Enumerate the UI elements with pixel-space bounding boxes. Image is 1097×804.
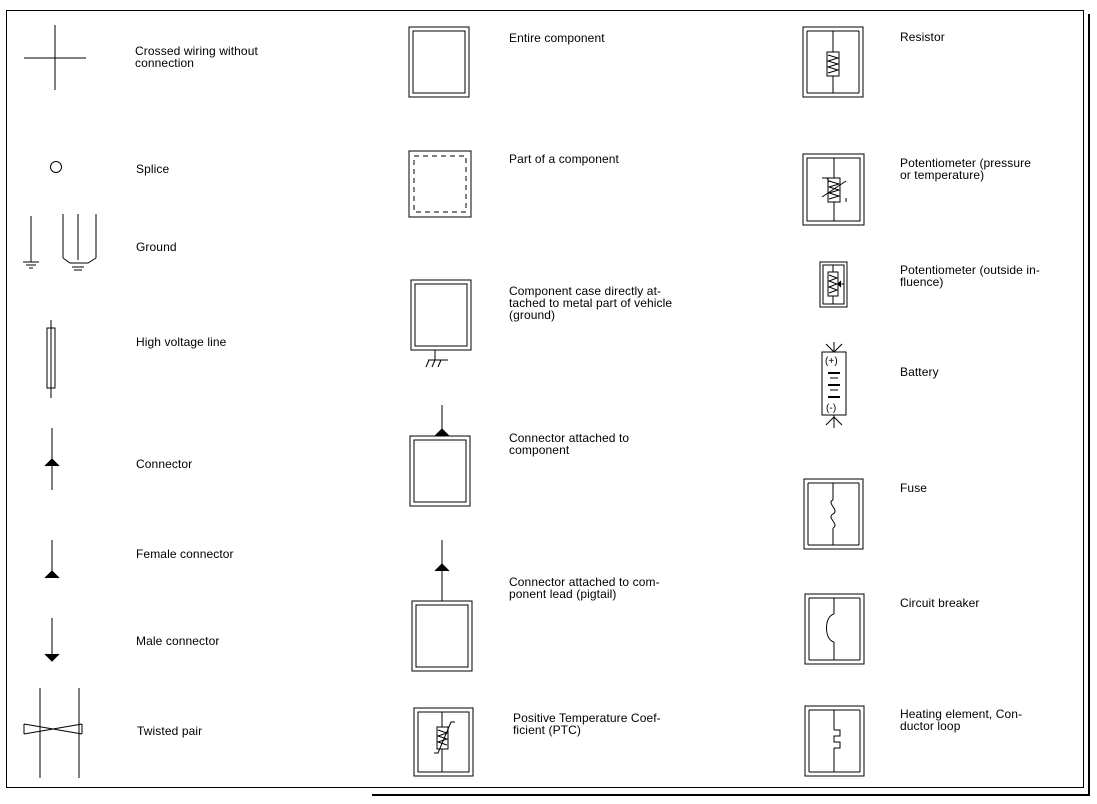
connector-attached-component-label-line1: Connector attached to [509, 431, 630, 445]
potentiometer-outside-label: Potentiometer (outside in- fluence) [900, 264, 1040, 288]
component-case-grounded-label-line1: Component case directly at- [509, 284, 662, 298]
splice-label: Splice [136, 162, 170, 176]
potentiometer-pressure-label: Potentiometer (pressure or temperature) [900, 157, 1031, 181]
connector-attached-component-label: Connector attached to component [509, 432, 629, 456]
part-of-component-label: Part of a component [509, 152, 619, 166]
entire-component-label: Entire component [509, 31, 605, 45]
ptc-label-line2: ficient (PTC) [513, 723, 581, 737]
connector-attached-component-label-line2: component [509, 443, 570, 457]
high-voltage-line-symbol [47, 320, 55, 398]
battery-label: Battery [900, 365, 939, 379]
connector-symbol [45, 428, 59, 490]
potentiometer-outside-label-line1: Potentiometer (outside in- [900, 263, 1041, 277]
connector-attached-lead-label-line2: ponent lead (pigtail) [509, 587, 617, 601]
potentiometer-pressure-label-line1: Potentiometer (pressure [900, 156, 1032, 170]
connector-attached-lead-symbol [412, 540, 472, 671]
twisted-pair-symbol [24, 688, 82, 778]
heating-element-symbol [805, 706, 864, 776]
entire-component-symbol [409, 27, 469, 97]
ptc-label-line1: Positive Temperature Coef- [513, 711, 661, 725]
connector-attached-component-symbol [410, 405, 470, 506]
resistor-symbol [803, 27, 863, 97]
ptc-label: Positive Temperature Coef- ficient (PTC) [513, 712, 661, 736]
high-voltage-line-label: High voltage line [136, 335, 227, 349]
heating-element-label-line1: Heating element, Con- [900, 707, 1023, 721]
splice-symbol [51, 162, 62, 173]
potentiometer-pressure-symbol [803, 154, 864, 225]
resistor-label: Resistor [900, 30, 945, 44]
sheet-shadow [372, 14, 1090, 796]
male-connector-label: Male connector [136, 634, 220, 648]
heating-element-label-line2: ductor loop [900, 719, 961, 733]
connector-attached-lead-label-line1: Connector attached to com- [509, 575, 660, 589]
connector-label: Connector [136, 457, 193, 471]
battery-minus-label: (-) [826, 403, 837, 414]
battery-plus-label: (+) [825, 356, 838, 367]
component-case-grounded-label: Component case directly at- tached to me… [509, 285, 672, 321]
component-case-grounded-label-line3: (ground) [509, 308, 556, 322]
connector-attached-lead-label: Connector attached to com- ponent lead (… [509, 576, 660, 600]
fuse-symbol [804, 479, 863, 549]
female-connector-label: Female connector [136, 547, 234, 561]
fuse-label: Fuse [900, 481, 928, 495]
ptc-symbol [414, 708, 473, 776]
potentiometer-outside-symbol [820, 262, 847, 307]
battery-symbol [822, 342, 846, 428]
twisted-pair-label: Twisted pair [137, 724, 203, 738]
potentiometer-outside-label-line2: fluence) [900, 275, 944, 289]
ground-label: Ground [136, 240, 177, 254]
ground-symbol [23, 214, 96, 270]
circuit-breaker-label: Circuit breaker [900, 596, 980, 610]
circuit-breaker-symbol [805, 594, 864, 664]
component-case-grounded-label-line2: tached to metal part of vehicle [509, 296, 673, 310]
part-of-component-symbol [409, 151, 471, 217]
female-connector-symbol [45, 540, 59, 578]
legend-sheet [6, 10, 1084, 788]
crossed-wiring-label-line1: Crossed wiring without [135, 44, 258, 58]
potentiometer-pressure-label-line2: or temperature) [900, 168, 985, 182]
crossed-wiring-label-line2: connection [135, 56, 195, 70]
crossed-wiring-symbol [24, 25, 86, 90]
component-case-ground-symbol [411, 280, 471, 367]
heating-element-label: Heating element, Con- ductor loop [900, 708, 1022, 732]
crossed-wiring-label: Crossed wiring without connection [135, 45, 258, 69]
male-connector-symbol [45, 618, 59, 661]
